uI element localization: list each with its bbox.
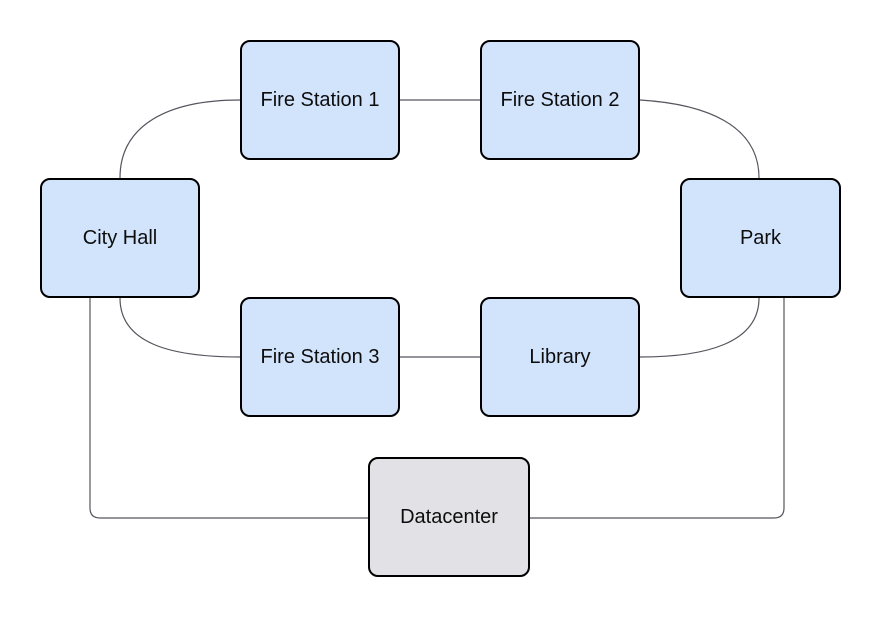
node-fire-station-1-label: Fire Station 1 <box>260 89 380 111</box>
node-park-label: Park <box>739 227 782 249</box>
edge-city-hall-fire-station-1 <box>119 99 241 179</box>
node-fire-station-3: Fire Station 3 <box>240 297 400 417</box>
node-library-label: Library <box>529 346 591 368</box>
node-datacenter: Datacenter <box>368 457 530 577</box>
node-fire-station-3-label: Fire Station 3 <box>260 346 380 368</box>
node-city-hall-label: City Hall <box>82 227 158 249</box>
node-datacenter-label: Datacenter <box>400 506 498 528</box>
edge-fire-station-2-park <box>639 99 760 179</box>
node-library: Library <box>480 297 640 417</box>
node-city-hall: City Hall <box>40 178 200 298</box>
node-fire-station-1: Fire Station 1 <box>240 40 400 160</box>
node-park: Park <box>680 178 841 298</box>
edge-park-library <box>639 297 760 358</box>
edge-fire-station-3-city-hall <box>119 297 241 358</box>
node-fire-station-2: Fire Station 2 <box>480 40 640 160</box>
edge-city-hall-datacenter <box>89 298 368 519</box>
edge-park-datacenter <box>530 298 785 519</box>
node-fire-station-2-label: Fire Station 2 <box>500 89 620 111</box>
